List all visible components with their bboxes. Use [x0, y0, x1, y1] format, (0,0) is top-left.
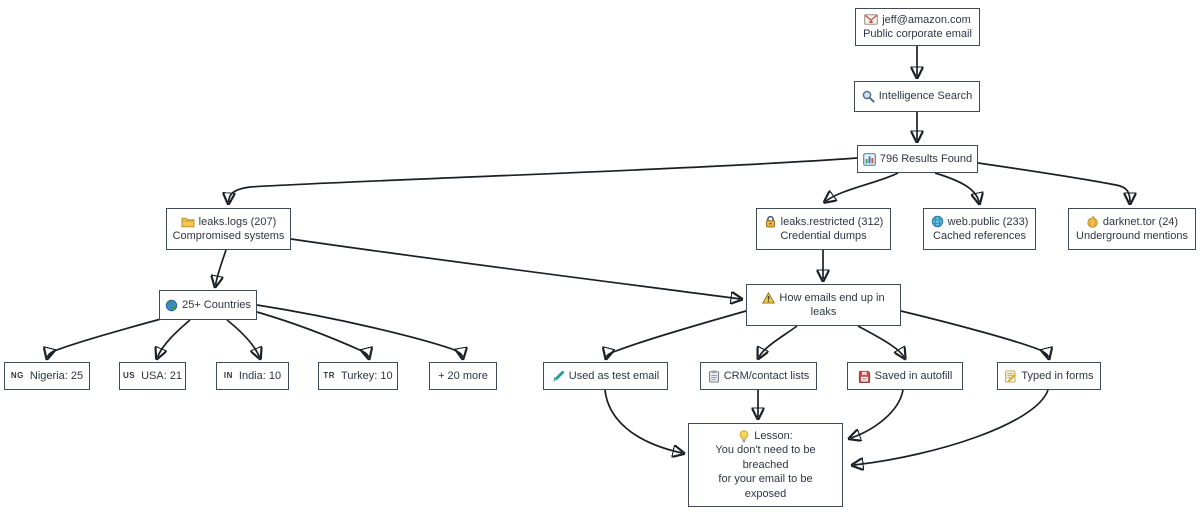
node-used-as-test-email-label: Used as test email [568, 369, 660, 382]
node-results-found-label: 796 Results Found [879, 152, 973, 165]
node-crm-contact-lists: CRM/contact lists [700, 362, 817, 390]
edge-leakslogs-how [290, 238, 740, 299]
node-darknet-tor: darknet.tor (24) Underground mentions [1068, 208, 1196, 250]
node-countries-label: 25+ Countries [182, 298, 251, 311]
edge-how-autofill [857, 325, 904, 357]
edge-results-darknet [977, 162, 1130, 202]
edge-testemail-lesson [604, 389, 682, 453]
edge-results-leakslogs [229, 157, 858, 202]
node-typed-in-forms-label: Typed in forms [1021, 369, 1094, 382]
node-leaks-logs-line1: leaks.logs (207) [198, 215, 277, 228]
node-crm-contact-lists-label: CRM/contact lists [723, 369, 810, 382]
edge-leakslogs-countries [216, 249, 227, 285]
node-lesson-line1: You don't need to be [715, 444, 816, 457]
node-country-nigeria: NG Nigeria: 25 [4, 362, 90, 390]
node-country-india-label: India: 10 [238, 369, 282, 382]
node-saved-in-autofill-label: Saved in autofill [874, 369, 953, 382]
node-country-more-label: + 20 more [438, 369, 488, 382]
lock-icon [765, 216, 775, 228]
folder-icon [181, 217, 195, 228]
bar-chart-icon [862, 152, 876, 166]
node-lesson-title: Lesson: [754, 429, 793, 442]
edge-countries-more [256, 304, 463, 357]
edge-countries-turkey [256, 311, 369, 357]
country-flag-code-ng: NG [10, 371, 24, 381]
node-leaks-logs: leaks.logs (207) Compromised systems [166, 208, 291, 250]
node-lesson: Lesson: You don't need to be breached fo… [688, 423, 843, 507]
node-country-usa: US USA: 21 [119, 362, 186, 390]
edge-autofill-lesson [851, 389, 904, 438]
node-web-public-line2: Cached references [933, 230, 1026, 242]
node-email: jeff@amazon.com Public corporate email [855, 8, 980, 46]
email-icon [864, 14, 878, 26]
node-leaks-restricted-line1: leaks.restricted (312) [780, 215, 884, 228]
node-darknet-tor-line2: Underground mentions [1076, 230, 1188, 242]
node-leaks-restricted: leaks.restricted (312) Credential dumps [756, 208, 891, 250]
country-flag-code-tr: TR [323, 371, 336, 381]
floppy-disk-icon [858, 370, 870, 383]
node-country-more: + 20 more [429, 362, 497, 390]
node-intelligence-search-label: Intelligence Search [878, 90, 973, 103]
light-bulb-icon [739, 429, 749, 442]
node-email-line1: jeff@amazon.com [882, 13, 971, 26]
pen-icon [553, 370, 564, 382]
globe-icon [931, 215, 943, 228]
node-country-nigeria-label: Nigeria: 25 [29, 369, 84, 382]
edge-how-crm [759, 325, 798, 357]
node-email-line2: Public corporate email [863, 28, 972, 40]
node-country-india: IN India: 10 [216, 362, 289, 390]
node-country-turkey-label: Turkey: 10 [341, 369, 393, 382]
search-icon [862, 90, 875, 103]
node-lesson-line2: breached [742, 458, 789, 471]
edge-countries-nigeria [48, 315, 173, 357]
node-darknet-tor-line1: darknet.tor (24) [1102, 215, 1179, 228]
clipboard-icon [708, 370, 719, 383]
node-used-as-test-email: Used as test email [543, 362, 668, 390]
edge-how-testemail [607, 310, 747, 357]
node-how-emails-leak-line1: How emails end up in [779, 291, 885, 304]
edge-countries-usa [158, 319, 191, 357]
edge-results-leaksrestricted [826, 172, 899, 201]
node-country-turkey: TR Turkey: 10 [318, 362, 398, 390]
onion-icon [1087, 215, 1098, 229]
country-flag-code-us: US [122, 371, 136, 381]
node-typed-in-forms: Typed in forms [997, 362, 1101, 390]
node-how-emails-leak-line2: leaks [810, 306, 837, 318]
country-flag-code-in: IN [223, 371, 233, 381]
warning-icon [762, 291, 776, 304]
edge-results-webpublic [934, 172, 979, 202]
edge-how-forms [900, 310, 1049, 357]
node-intelligence-search: Intelligence Search [854, 81, 980, 112]
node-web-public-line1: web.public (233) [947, 215, 1029, 228]
earth-icon [165, 299, 178, 311]
node-how-emails-leak: How emails end up in leaks [746, 284, 901, 326]
edge-forms-lesson [854, 389, 1049, 465]
node-leaks-restricted-line2: Credential dumps [780, 230, 867, 242]
node-saved-in-autofill: Saved in autofill [847, 362, 963, 390]
node-lesson-line4: exposed [744, 487, 787, 500]
node-web-public: web.public (233) Cached references [923, 208, 1036, 250]
node-results-found: 796 Results Found [857, 145, 978, 173]
memo-icon [1005, 369, 1017, 383]
edge-countries-india [226, 319, 260, 357]
node-leaks-logs-line2: Compromised systems [172, 230, 285, 242]
node-lesson-line3: for your email to be [718, 473, 813, 486]
node-countries: 25+ Countries [159, 290, 257, 320]
node-country-usa-label: USA: 21 [141, 369, 183, 382]
